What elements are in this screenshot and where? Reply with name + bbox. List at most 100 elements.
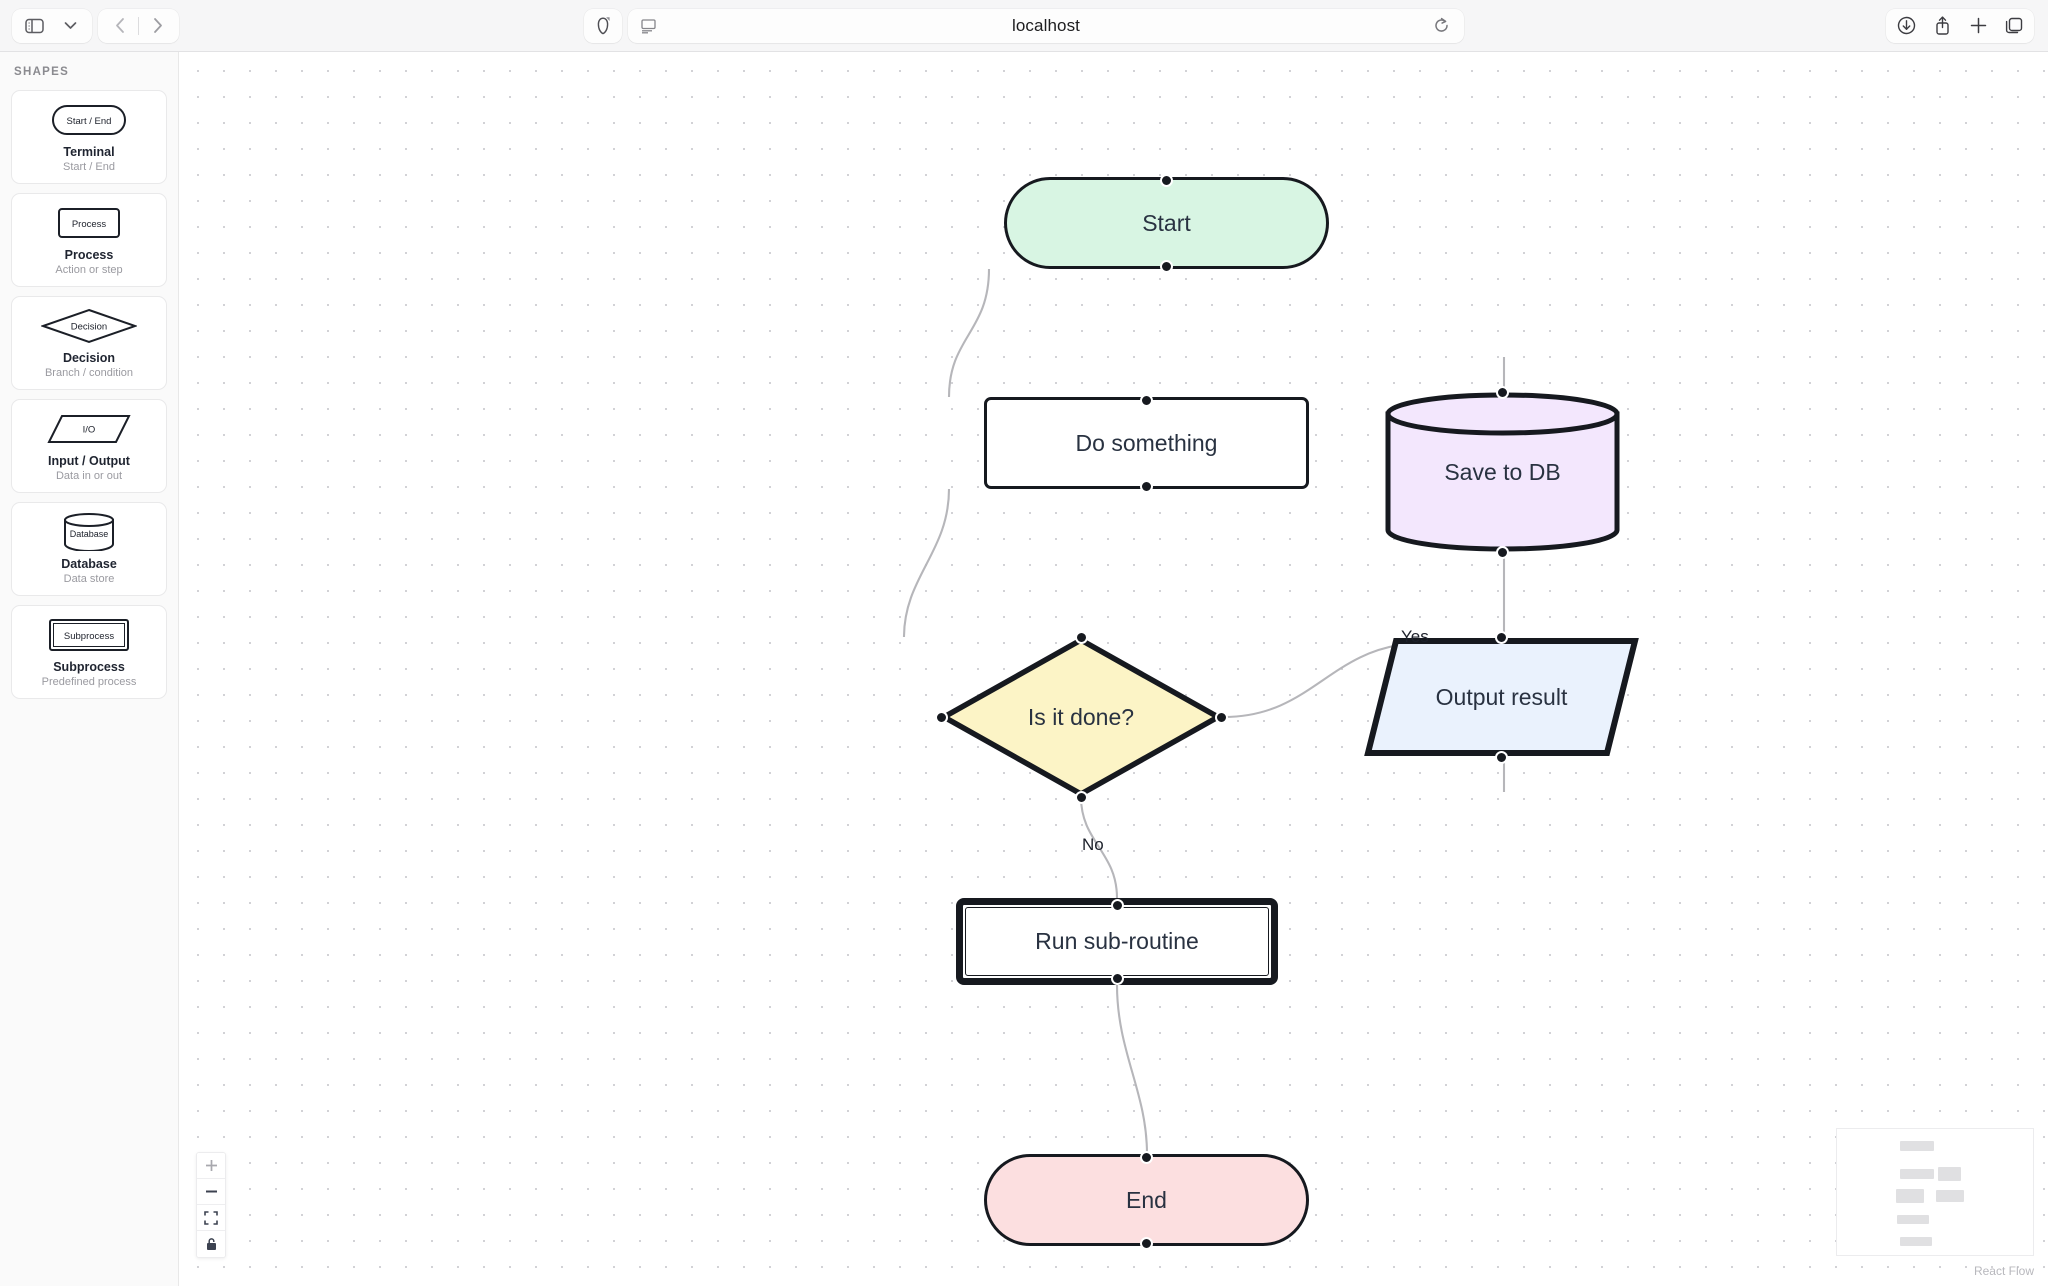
toggle-interactivity-button[interactable]	[197, 1231, 225, 1257]
shield-privacy-icon[interactable]	[584, 8, 622, 43]
terminal-preview-label: Start / End	[66, 116, 112, 127]
minimap-node	[1936, 1190, 1964, 1202]
address-bar-area: localhost	[584, 8, 1464, 43]
decision-shape-preview: Decision	[18, 308, 160, 344]
edge-subprocess-to-end	[1115, 984, 1149, 1155]
handle-bottom[interactable]	[1140, 1236, 1153, 1250]
plus-icon	[205, 1160, 217, 1171]
handle-top[interactable]	[1496, 385, 1509, 399]
edge-label-yes: Yes	[1401, 627, 1429, 646]
zoom-out-button[interactable]	[197, 1179, 225, 1205]
svg-text:Database: Database	[70, 529, 109, 539]
handle-top[interactable]	[1140, 1150, 1153, 1164]
toolbar-left-group	[0, 8, 179, 43]
handle-left[interactable]	[934, 710, 948, 724]
zoom-in-button[interactable]	[197, 1153, 225, 1179]
shape-name-process: Process	[64, 248, 114, 262]
url-bar[interactable]: localhost	[628, 8, 1464, 43]
handle-bottom[interactable]	[1495, 750, 1508, 764]
shape-card-database[interactable]: Database Database Data store	[11, 502, 167, 596]
downloads-icon[interactable]	[1888, 11, 1924, 41]
node-label-save-to-db: Save to DB	[1444, 458, 1561, 485]
app-root: SHAPES Start / End Terminal Start / End …	[0, 52, 2048, 1286]
shape-desc-io: Data in or out	[55, 470, 123, 482]
node-end[interactable]: End	[984, 1150, 1309, 1250]
minimap-node	[1938, 1167, 1961, 1181]
shape-card-decision[interactable]: Decision Decision Branch / condition	[11, 296, 167, 390]
minimap-node	[1897, 1215, 1929, 1224]
minimap-node	[1896, 1189, 1924, 1203]
reader-view-icon[interactable]	[640, 18, 657, 34]
toolbar-right-group	[1886, 8, 2034, 43]
fit-view-button[interactable]	[197, 1205, 225, 1231]
edge-do-to-decision	[902, 488, 951, 638]
sidebar-controls-group	[12, 8, 92, 43]
handle-right[interactable]	[1214, 710, 1228, 724]
handle-top[interactable]	[1495, 630, 1508, 644]
plus-icon[interactable]	[1960, 11, 1996, 41]
svg-text:I/O: I/O	[83, 425, 96, 436]
handle-top[interactable]	[1160, 173, 1173, 187]
node-do-something[interactable]: Do something	[984, 393, 1309, 493]
reload-icon[interactable]	[1433, 17, 1450, 34]
shape-desc-decision: Branch / condition	[44, 367, 134, 379]
terminal-shape-preview: Start / End	[18, 103, 160, 137]
node-label-output-result: Output result	[1435, 683, 1568, 710]
react-flow-attribution[interactable]: React Flow	[1973, 1264, 2034, 1278]
sidebar-title: SHAPES	[14, 66, 70, 78]
flow-canvas[interactable]: Start Do something Save to DB Is it d	[179, 52, 2048, 1286]
minus-icon	[205, 1190, 217, 1193]
minimap-node	[1900, 1237, 1932, 1246]
minimap[interactable]	[1836, 1128, 2034, 1256]
process-preview-label: Process	[71, 219, 107, 230]
node-label-is-it-done: Is it done?	[1027, 703, 1135, 730]
edge-label-no: No	[1082, 835, 1104, 854]
node-label-end: End	[1126, 1186, 1167, 1213]
svg-text:Decision: Decision	[71, 322, 107, 333]
shape-name-decision: Decision	[62, 351, 116, 365]
node-run-sub-routine[interactable]: Run sub-routine	[956, 898, 1278, 985]
lock-icon	[206, 1238, 216, 1250]
shape-name-io: Input / Output	[48, 454, 130, 468]
subprocess-preview-label: Subprocess	[63, 631, 115, 642]
chevron-down-icon[interactable]	[52, 11, 88, 41]
shape-desc-process: Action or step	[55, 264, 123, 276]
handle-bottom[interactable]	[1140, 479, 1153, 493]
handle-bottom[interactable]	[1110, 971, 1124, 985]
node-output-result[interactable]: Output result	[1364, 630, 1639, 764]
shape-desc-terminal: Start / End	[63, 161, 115, 173]
node-label-start: Start	[1142, 209, 1191, 236]
shape-card-subprocess[interactable]: Subprocess Subprocess Predefined process	[11, 605, 167, 699]
handle-bottom[interactable]	[1074, 790, 1088, 804]
database-shape-preview: Database	[18, 513, 160, 551]
minimap-node	[1900, 1141, 1934, 1151]
process-shape-preview: Process	[18, 206, 160, 240]
back-button[interactable]	[102, 11, 138, 41]
handle-bottom[interactable]	[1496, 545, 1509, 559]
tab-overview-icon[interactable]	[1996, 11, 2032, 41]
shape-card-process[interactable]: Process Process Action or step	[11, 193, 167, 287]
node-is-it-done[interactable]: Is it done?	[934, 630, 1228, 804]
io-shape-preview: I/O	[18, 412, 160, 446]
browser-toolbar: localhost	[0, 0, 2048, 52]
node-label-run-sub-routine: Run sub-routine	[1035, 928, 1199, 954]
handle-top[interactable]	[1110, 898, 1124, 912]
handle-top[interactable]	[1074, 630, 1088, 644]
handle-top[interactable]	[1140, 393, 1153, 407]
node-save-to-db[interactable]: Save to DB	[1384, 385, 1621, 559]
shape-card-io[interactable]: I/O Input / Output Data in or out	[11, 399, 167, 493]
forward-button[interactable]	[139, 11, 175, 41]
handle-bottom[interactable]	[1160, 259, 1173, 273]
minimap-node	[1900, 1169, 1934, 1179]
subprocess-shape-preview: Subprocess	[18, 618, 160, 652]
node-start[interactable]: Start	[1004, 173, 1329, 273]
io-parallelogram-shape	[1364, 638, 1639, 756]
edge-start-to-do	[947, 268, 991, 398]
share-icon[interactable]	[1924, 11, 1960, 41]
canvas-controls	[196, 1152, 226, 1258]
node-label-do-something: Do something	[1075, 429, 1218, 456]
sidebar-icon[interactable]	[16, 11, 52, 41]
shape-name-subprocess: Subprocess	[53, 660, 125, 674]
fit-view-icon	[204, 1210, 218, 1225]
shape-card-terminal[interactable]: Start / End Terminal Start / End	[11, 90, 167, 184]
